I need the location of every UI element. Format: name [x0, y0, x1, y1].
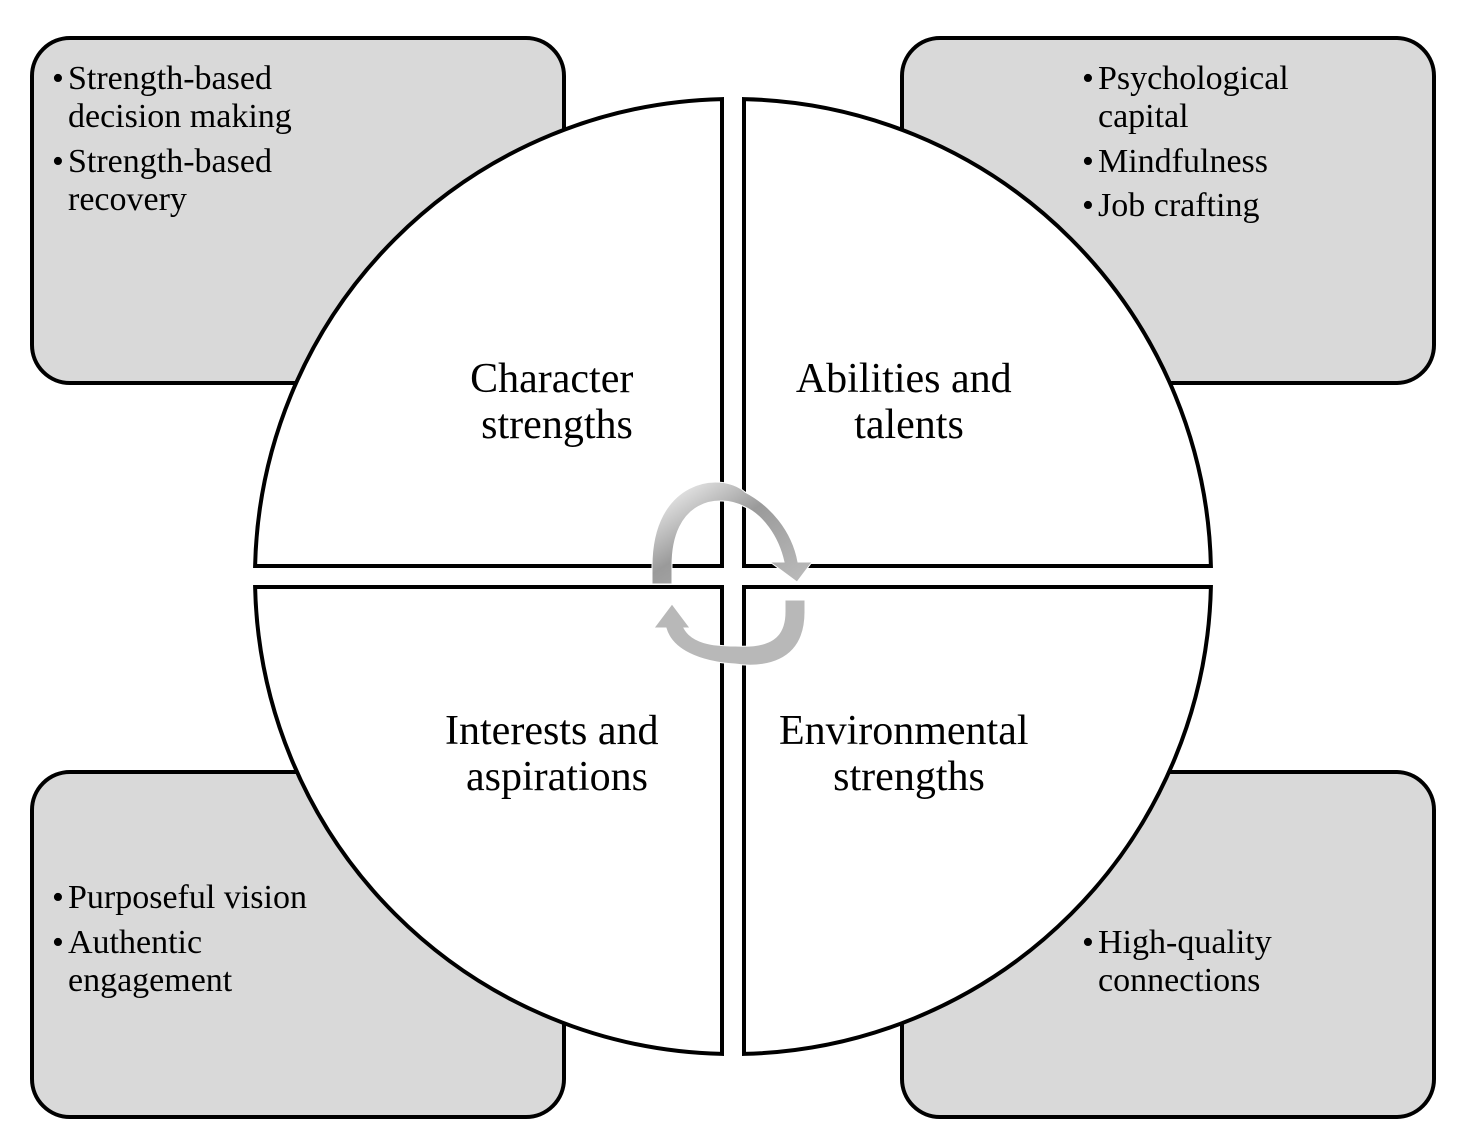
quadrant-bottom-right	[742, 585, 1213, 1056]
bullet-item: •Purposeful vision	[52, 879, 307, 916]
bullet-item: •High-quality connections	[1082, 924, 1280, 999]
bullet-list-bottom-right: •High-quality connections	[1082, 924, 1280, 999]
quadrant-bottom-left	[253, 585, 724, 1056]
quadrant-label-bottom-right: Environmental strengths	[779, 708, 1039, 800]
bullet-item: •Authentic engagement	[52, 924, 233, 999]
bullet-item: •Strength-based decision making	[52, 60, 292, 135]
cycle-arrows-icon	[651, 481, 813, 666]
quadrant-top-right	[742, 97, 1213, 568]
quadrant-label-top-right: Abilities and talents	[796, 356, 1022, 448]
bullet-list-top-left: •Strength-based decision making •Strengt…	[52, 60, 292, 218]
bullet-item: •Psychological capital	[1082, 60, 1297, 135]
quadrant-top-left	[253, 97, 724, 568]
bullet-list-top-right: •Psychological capital •Mindfulness •Job…	[1082, 60, 1297, 224]
quadrant-label-bottom-left: Interests and aspirations	[445, 708, 669, 800]
bullet-item: •Mindfulness	[1082, 143, 1268, 180]
bullet-item: •Job crafting	[1082, 187, 1259, 224]
bullet-list-bottom-left: •Purposeful vision •Authentic engagement	[52, 879, 307, 999]
bullet-item: •Strength-based recovery	[52, 143, 280, 218]
quadrant-label-top-left: Character strengths	[470, 356, 644, 448]
